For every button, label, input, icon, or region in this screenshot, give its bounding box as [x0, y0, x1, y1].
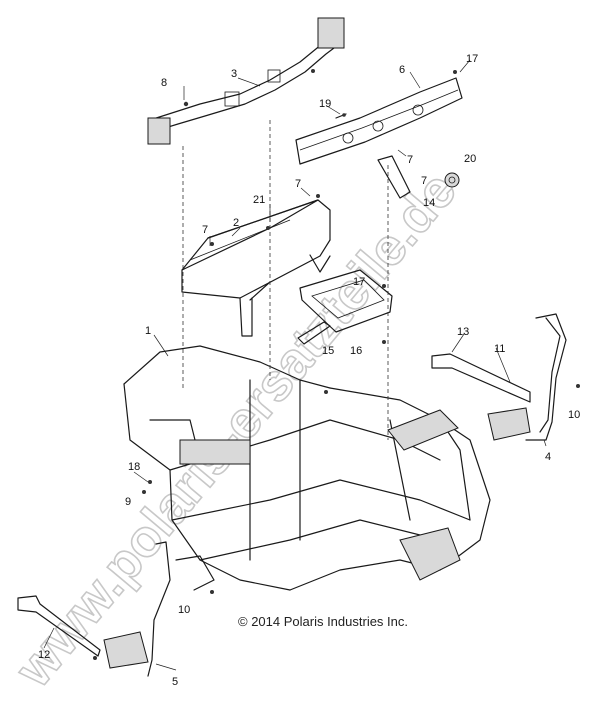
- part-11-support-bar: [431, 353, 531, 403]
- part-6-rear-panel: [295, 70, 463, 165]
- alignment-lines: [182, 120, 389, 440]
- callout-10b: 10: [178, 604, 190, 616]
- callout-8: 8: [161, 77, 167, 89]
- callout-19: 19: [319, 98, 331, 110]
- callout-16: 16: [350, 345, 362, 357]
- part-20-grommet: [444, 172, 460, 188]
- callout-15: 15: [322, 345, 334, 357]
- callout-4: 4: [545, 451, 551, 463]
- callout-6: 6: [399, 64, 405, 76]
- part-16-skid-plate: [299, 269, 393, 333]
- part-2-bed-frame: [181, 194, 331, 337]
- callout-17a: 17: [466, 53, 478, 65]
- part-3-crossbar: [147, 17, 345, 145]
- callout-1: 1: [145, 325, 151, 337]
- callout-9: 9: [125, 496, 131, 508]
- callout-18: 18: [128, 461, 140, 473]
- callout-7c: 7: [202, 224, 208, 236]
- part-15-bracket: [297, 321, 331, 345]
- callout-7b: 7: [295, 178, 301, 190]
- callout-5: 5: [172, 676, 178, 688]
- callout-21: 21: [253, 194, 265, 206]
- callout-13: 13: [457, 326, 469, 338]
- part-14-bracket: [377, 155, 411, 199]
- part-12-support-bar: [17, 595, 101, 660]
- callout-12: 12: [38, 649, 50, 661]
- callout-2: 2: [233, 217, 239, 229]
- callout-20: 20: [464, 153, 476, 165]
- callout-14: 14: [423, 197, 435, 209]
- hardware-fasteners: [142, 284, 386, 494]
- callout-7d: 7: [421, 175, 427, 187]
- copyright-text: © 2014 Polaris Industries Inc.: [238, 614, 408, 629]
- part-19-screw: [335, 113, 347, 119]
- callout-17b: 17: [353, 276, 365, 288]
- leader-lines: [43, 59, 547, 671]
- part-5-left-step: [103, 541, 215, 677]
- callouts: 1 2 3 4 5 6 7 7 7 7 8 9 10 10 11 12 13 1…: [38, 53, 580, 688]
- callout-10a: 10: [568, 409, 580, 421]
- part-1-main-frame: [123, 345, 491, 591]
- callout-7a: 7: [407, 154, 413, 166]
- callout-3: 3: [231, 68, 237, 80]
- callout-11: 11: [494, 343, 505, 355]
- part-4-right-step: [487, 313, 580, 441]
